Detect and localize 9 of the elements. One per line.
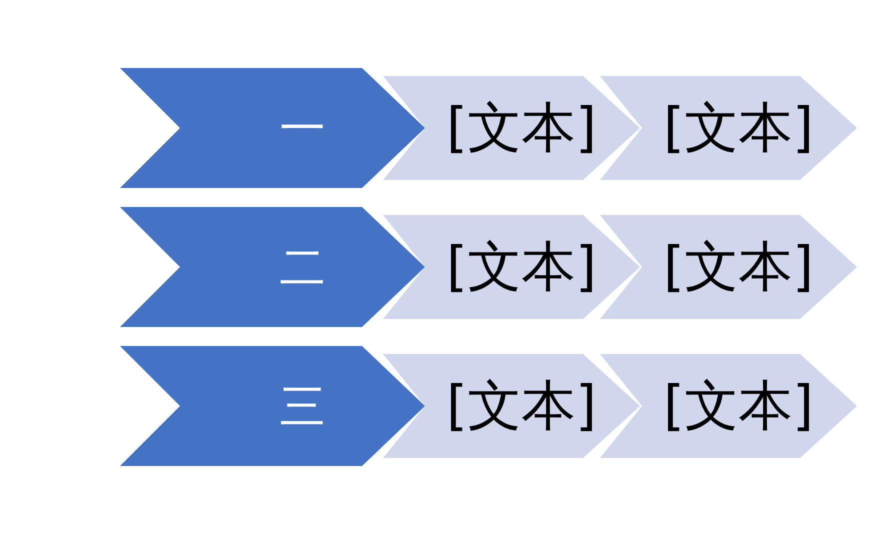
chevron-label: 二 — [280, 240, 326, 294]
chevron-label: 三 — [280, 379, 326, 433]
chevron-label: [文本] — [663, 96, 814, 159]
chevron-label: 一 — [280, 101, 326, 155]
chevron-label: [文本] — [446, 235, 597, 298]
chevron-label: [文本] — [663, 235, 814, 298]
chevron-label: [文本] — [446, 374, 597, 437]
chevron-label: [文本] — [663, 374, 814, 437]
chevron-label: [文本] — [446, 96, 597, 159]
